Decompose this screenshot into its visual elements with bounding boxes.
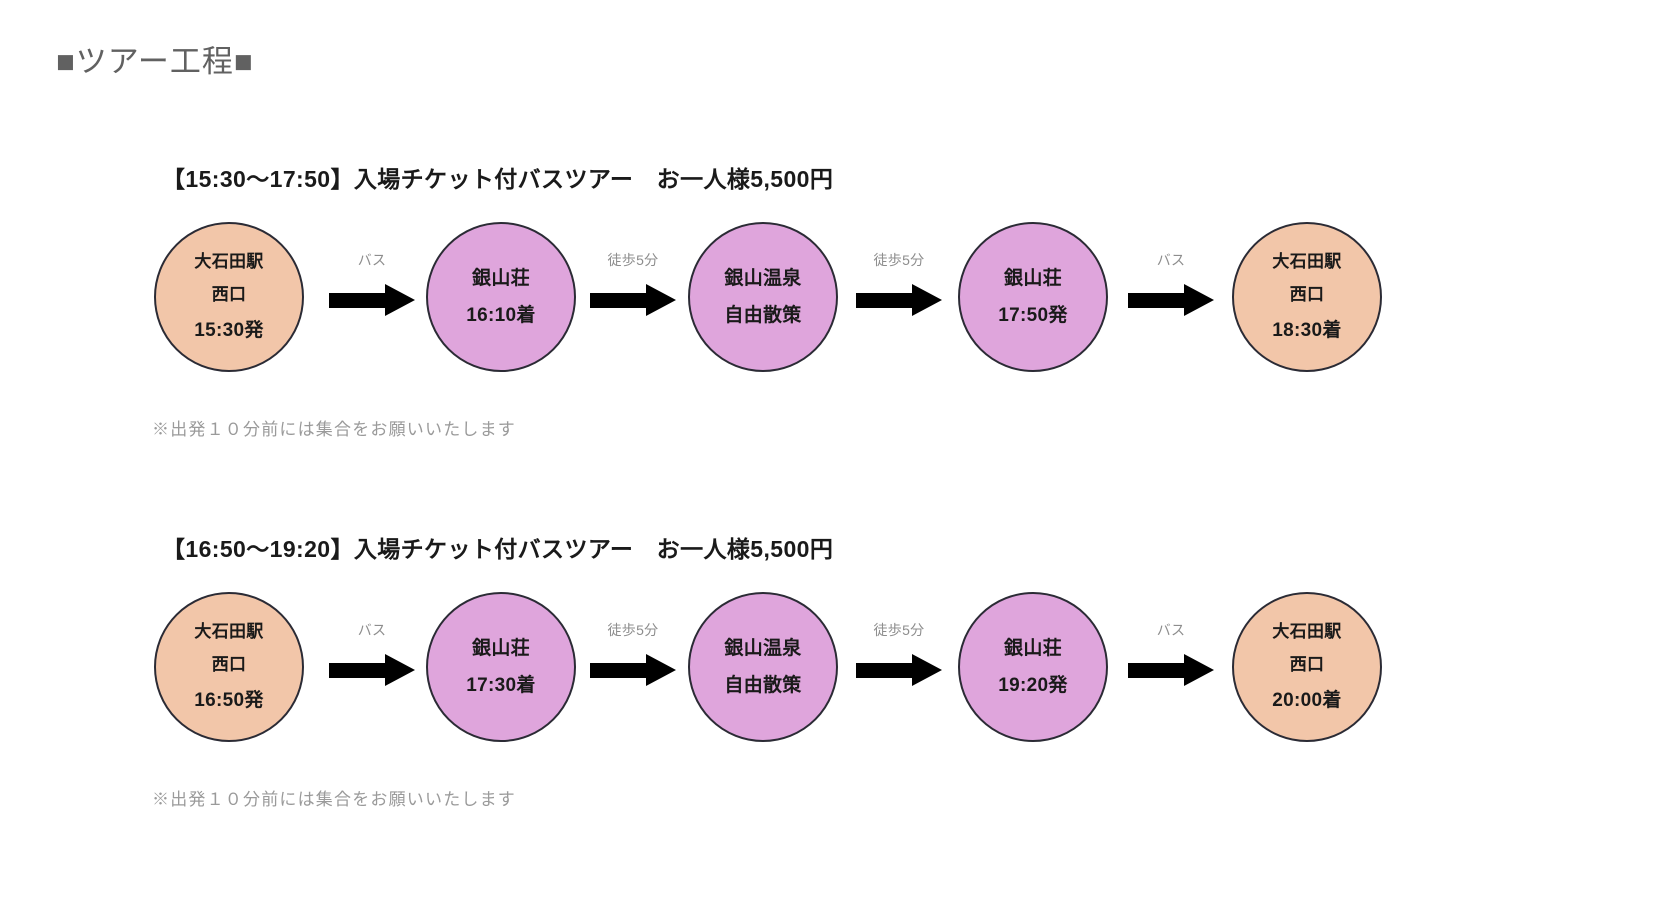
connector-label: バス xyxy=(1156,622,1186,638)
connector-label: 徒歩5分 xyxy=(607,252,659,268)
flow-connector-walk-2: 徒歩5分 xyxy=(840,592,958,742)
arrow-right-icon xyxy=(329,284,415,316)
node-line-1: 銀山荘 xyxy=(472,637,530,659)
flow-connector-bus-1: バス xyxy=(318,222,426,372)
flow-connector-bus-2: バス xyxy=(1110,222,1232,372)
flow-node-ginzanso-departure: 銀山荘 17:50発 xyxy=(958,222,1108,372)
flow-node-ginzanso-arrival: 銀山荘 17:30着 xyxy=(426,592,576,742)
flow-connector-walk-1: 徒歩5分 xyxy=(578,592,688,742)
node-line-2: 自由散策 xyxy=(724,305,802,326)
tour-flow-diagram: 大石田駅 西口 15:30発 バス 銀山荘 16:10着 徒歩5分 xyxy=(150,222,1400,372)
node-line-1: 銀山温泉 xyxy=(724,637,802,659)
node-line-2: 西口 xyxy=(211,285,247,305)
flow-connector-walk-1: 徒歩5分 xyxy=(578,222,688,372)
tour-heading: 【15:30〜17:50】入場チケット付バスツアー お一人様5,500円 xyxy=(162,166,834,192)
node-line-1: 銀山温泉 xyxy=(724,267,802,289)
node-line-1: 銀山荘 xyxy=(1004,267,1062,289)
node-line-2: 西口 xyxy=(211,655,247,675)
connector-label: 徒歩5分 xyxy=(607,622,659,638)
arrow-right-icon xyxy=(1128,284,1214,316)
arrow-right-icon xyxy=(590,654,676,686)
tour-heading: 【16:50〜19:20】入場チケット付バスツアー お一人様5,500円 xyxy=(162,536,834,562)
node-line-2: 17:30着 xyxy=(466,675,536,696)
node-line-3: 16:50発 xyxy=(194,689,264,711)
node-line-1: 大石田駅 xyxy=(1272,622,1342,642)
arrow-right-icon xyxy=(856,654,942,686)
node-line-1: 銀山荘 xyxy=(1004,637,1062,659)
tour-note: ※出発１０分前には集合をお願いいたします xyxy=(152,420,516,439)
page-title: ■ツアー工程■ xyxy=(56,44,254,79)
node-line-2: 自由散策 xyxy=(724,675,802,696)
flow-connector-bus-2: バス xyxy=(1110,592,1232,742)
node-line-1: 大石田駅 xyxy=(194,622,264,642)
tour-note: ※出発１０分前には集合をお願いいたします xyxy=(152,790,516,809)
flow-node-return-station: 大石田駅 西口 20:00着 xyxy=(1232,592,1382,742)
flow-node-return-station: 大石田駅 西口 18:30着 xyxy=(1232,222,1382,372)
connector-label: バス xyxy=(357,622,387,638)
arrow-right-icon xyxy=(856,284,942,316)
flow-node-departure-station: 大石田駅 西口 15:30発 xyxy=(154,222,304,372)
flow-node-departure-station: 大石田駅 西口 16:50発 xyxy=(154,592,304,742)
node-line-1: 大石田駅 xyxy=(194,252,264,272)
flow-node-ginzanso-arrival: 銀山荘 16:10着 xyxy=(426,222,576,372)
node-line-1: 銀山荘 xyxy=(472,267,530,289)
flow-node-ginzanso-departure: 銀山荘 19:20発 xyxy=(958,592,1108,742)
arrow-right-icon xyxy=(590,284,676,316)
node-line-2: 西口 xyxy=(1289,655,1325,675)
flow-connector-walk-2: 徒歩5分 xyxy=(840,222,958,372)
connector-label: 徒歩5分 xyxy=(873,622,925,638)
connector-label: 徒歩5分 xyxy=(873,252,925,268)
node-line-2: 西口 xyxy=(1289,285,1325,305)
flow-node-onsen-free-stroll: 銀山温泉 自由散策 xyxy=(688,222,838,372)
tour-flow-diagram: 大石田駅 西口 16:50発 バス 銀山荘 17:30着 徒歩5分 xyxy=(150,592,1400,742)
node-line-3: 15:30発 xyxy=(194,319,264,341)
node-line-1: 大石田駅 xyxy=(1272,252,1342,272)
node-line-3: 18:30着 xyxy=(1272,319,1342,341)
node-line-2: 19:20発 xyxy=(998,675,1068,696)
node-line-2: 17:50発 xyxy=(998,305,1068,326)
node-line-2: 16:10着 xyxy=(466,305,536,326)
flow-node-onsen-free-stroll: 銀山温泉 自由散策 xyxy=(688,592,838,742)
node-line-3: 20:00着 xyxy=(1272,689,1342,711)
arrow-right-icon xyxy=(1128,654,1214,686)
connector-label: バス xyxy=(357,252,387,268)
connector-label: バス xyxy=(1156,252,1186,268)
flow-connector-bus-1: バス xyxy=(318,592,426,742)
arrow-right-icon xyxy=(329,654,415,686)
